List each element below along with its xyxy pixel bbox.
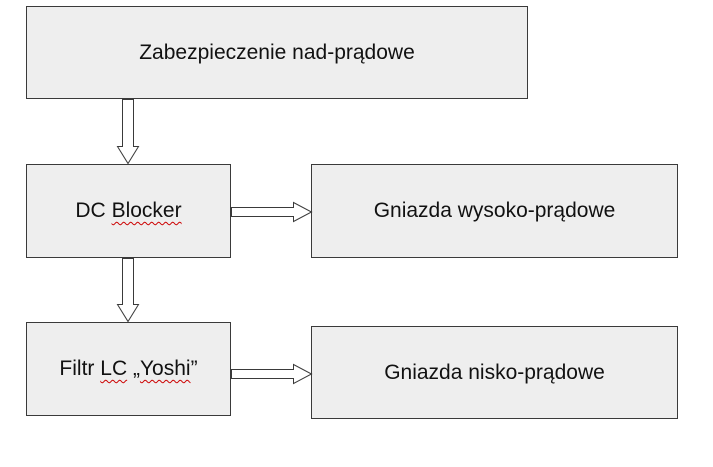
node-low-current-sockets-label: Gniazda nisko-prądowe	[384, 360, 605, 384]
node-dc-blocker-label: DC Blocker	[75, 199, 182, 222]
arrow-dc-blocker-to-high-current	[231, 201, 313, 223]
arrow-lc-filter-to-low-current	[231, 363, 313, 385]
node-high-current-sockets-label: Gniazda wysoko-prądowe	[373, 199, 616, 222]
node-overcurrent-protection-label: Zabezpieczenie nad-prądowe	[139, 40, 415, 64]
arrow-overcurrent-to-dc-blocker	[116, 99, 140, 165]
node-lc-filter-label: Filtr LC „Yoshi”	[59, 357, 198, 380]
node-overcurrent-protection: Zabezpieczenie nad-prądowe	[26, 6, 528, 99]
node-dc-blocker: DC Blocker	[26, 164, 231, 258]
node-high-current-sockets: Gniazda wysoko-prądowe	[311, 164, 678, 258]
node-lc-filter: Filtr LC „Yoshi”	[26, 322, 231, 416]
arrow-dc-blocker-to-lc-filter	[116, 258, 140, 323]
node-low-current-sockets: Gniazda nisko-prądowe	[311, 326, 678, 419]
